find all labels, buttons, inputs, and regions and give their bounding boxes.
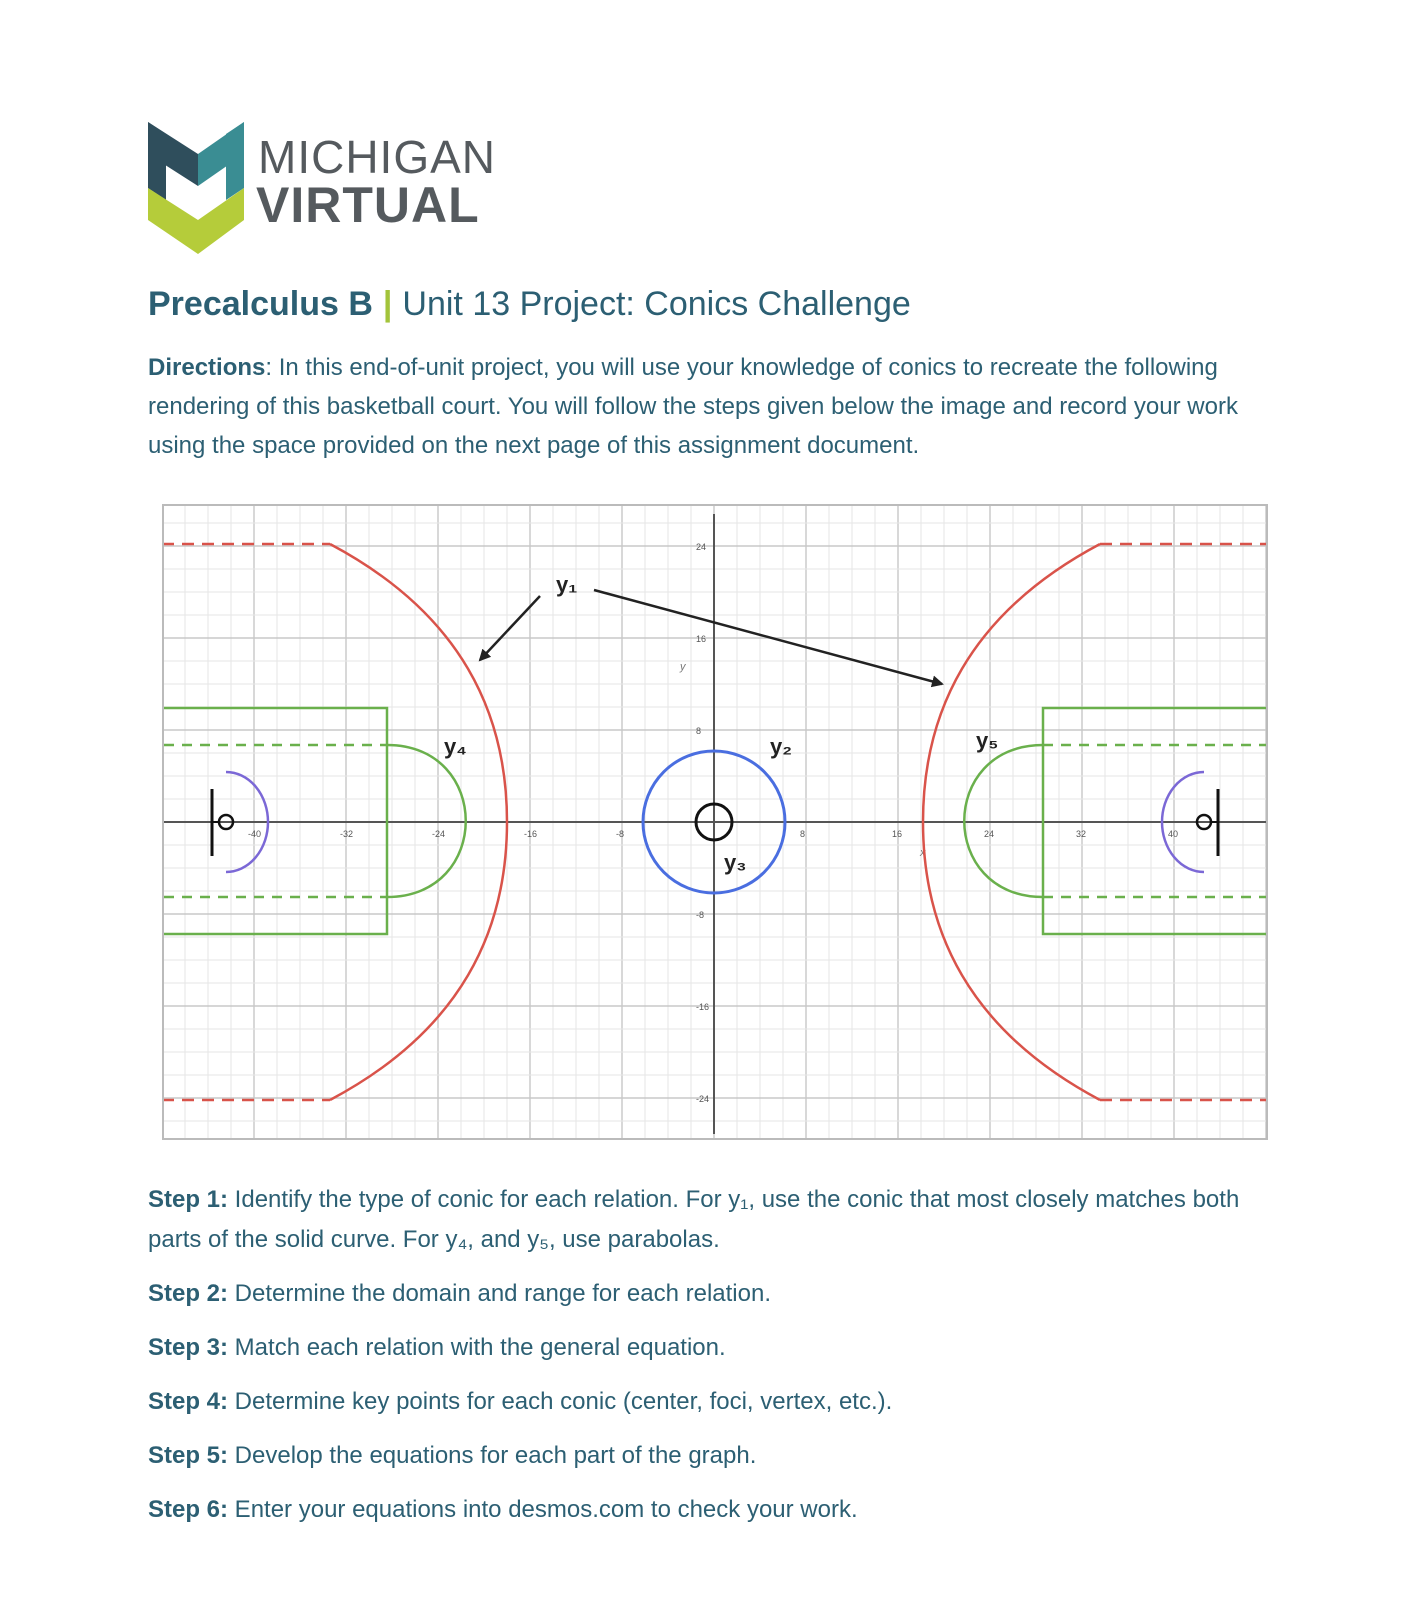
course-name: Precalculus B (148, 285, 373, 323)
y-tick-label: 16 (696, 634, 706, 644)
y3-inner-circle (694, 802, 734, 842)
x-tick-label: -40 (248, 829, 261, 839)
graph-axes (162, 514, 1268, 1134)
step-5-text: Develop the equations for each part of t… (228, 1442, 757, 1469)
y-tick-label: -8 (696, 910, 704, 920)
directions-paragraph: Directions: In this end-of-unit project,… (148, 348, 1298, 465)
y2-label: y₂ (770, 734, 792, 759)
y5-free-throw-arc (963, 743, 1044, 899)
step-2-text: Determine the domain and range for each … (228, 1280, 772, 1307)
x-tick-label: -16 (524, 829, 537, 839)
step-6: Step 6: Enter your equations into desmos… (148, 1490, 1268, 1530)
y-axis-label: y (679, 661, 687, 673)
y3-label: y₃ (724, 850, 746, 875)
y1-arrow-right (593, 588, 944, 688)
step-1-text: Identify the type of conic for each rela… (148, 1186, 1240, 1253)
right-restricted-arc (1160, 770, 1205, 874)
step-3-label: Step 3: (148, 1334, 229, 1361)
step-3: Step 3: Match each relation with the gen… (148, 1328, 1268, 1368)
right-rim (1195, 813, 1213, 831)
x-tick-label: -32 (340, 829, 353, 839)
michigan-virtual-logo: MICHIGAN VIRTUAL (148, 122, 508, 262)
step-5: Step 5: Develop the equations for each p… (148, 1436, 1268, 1476)
left-paint-box (164, 706, 389, 936)
step-5-label: Step 5: (148, 1442, 229, 1469)
step-2-label: Step 2: (148, 1280, 229, 1307)
left-restricted-arc (225, 770, 270, 874)
step-4: Step 4: Determine key points for each co… (148, 1382, 1268, 1422)
directions-text: : In this end-of-unit project, you will … (148, 354, 1238, 459)
y-tick-label: 8 (696, 726, 701, 736)
y4-free-throw-arc (386, 743, 467, 899)
unit-title: Unit 13 Project: Conics Challenge (402, 285, 911, 323)
y1-right-arc (921, 542, 1101, 1102)
basketball-court-graph: -40 -32 -24 -16 -8 8 16 24 32 40 24 16 8 -8 -16 -24 y x… (162, 504, 1268, 1140)
graph-frame (162, 504, 1268, 1140)
title-separator: | (382, 285, 393, 323)
x-axis-label: x (919, 847, 926, 859)
y1-left-arc (329, 542, 509, 1102)
x-tick-label: 32 (1076, 829, 1086, 839)
directions-label: Directions (148, 354, 266, 381)
logo-text-virtual: VIRTUAL (256, 177, 480, 233)
x-tick-label: -8 (616, 829, 624, 839)
y5-label: y₅ (976, 728, 998, 753)
step-4-label: Step 4: (148, 1388, 229, 1415)
y2-center-circle (641, 749, 787, 895)
x-tick-label: 8 (800, 829, 805, 839)
y-tick-label: -24 (696, 1094, 709, 1104)
step-2: Step 2: Determine the domain and range f… (148, 1274, 1268, 1314)
y4-label: y₄ (444, 734, 467, 759)
left-rim (217, 813, 235, 831)
step-3-text: Match each relation with the general equ… (228, 1334, 726, 1361)
x-tick-label: -24 (432, 829, 445, 839)
x-tick-label: 24 (984, 829, 994, 839)
y1-arrow-left (478, 595, 541, 662)
y-tick-label: -16 (696, 1002, 709, 1012)
y-tick-label: 24 (696, 542, 706, 552)
y1-label: y₁ (556, 572, 577, 597)
right-paint-box (1041, 706, 1266, 936)
logo-text-michigan: MICHIGAN (258, 131, 496, 183)
step-6-label: Step 6: (148, 1496, 229, 1523)
logo-mark-icon (148, 122, 244, 254)
step-4-text: Determine key points for each conic (cen… (228, 1388, 893, 1415)
step-1-label: Step 1: (148, 1186, 229, 1213)
x-tick-label: 16 (892, 829, 902, 839)
step-6-text: Enter your equations into desmos.com to … (228, 1496, 858, 1523)
x-tick-label: 40 (1168, 829, 1178, 839)
step-1: Step 1: Identify the type of conic for e… (148, 1180, 1268, 1260)
page-title: Precalculus B|Unit 13 Project: Conics Ch… (148, 284, 911, 324)
tick-labels: -40 -32 -24 -16 -8 8 16 24 32 40 24 16 8 -8 -16 -24 (248, 542, 1178, 1104)
